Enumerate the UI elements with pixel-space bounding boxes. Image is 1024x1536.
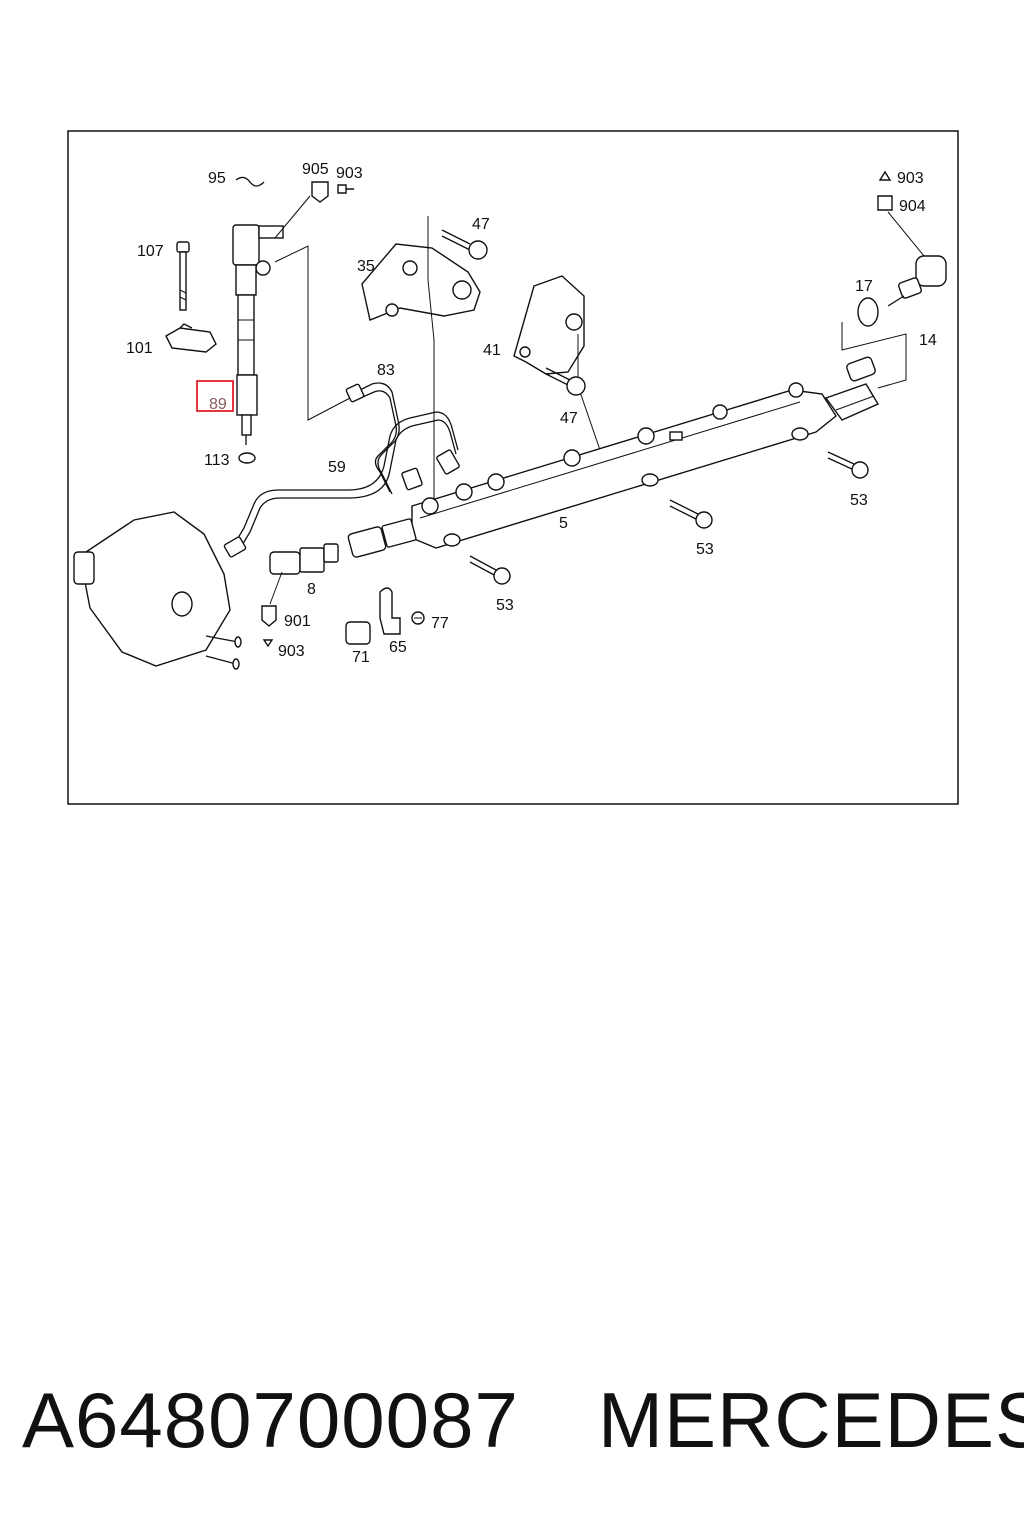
label-904: 904: [899, 198, 926, 215]
label-113: 113: [204, 452, 230, 469]
caption: A6480700087 MERCEDES: [0, 1370, 1024, 1480]
label-47a: 47: [472, 216, 490, 233]
sensor-8-part[interactable]: [269, 543, 339, 575]
label-95: 95: [208, 170, 226, 187]
label-89[interactable]: 89: [209, 396, 227, 413]
fuel-line-59[interactable]: [231, 411, 459, 549]
o-ring-17-part[interactable]: [857, 297, 879, 327]
label-59: 59: [328, 459, 346, 476]
label-53c: 53: [496, 597, 514, 614]
label-8: 8: [307, 581, 316, 598]
brand-name: MERCEDES: [598, 1376, 1024, 1464]
high-pressure-pump[interactable]: [73, 511, 242, 670]
label-53a: 53: [850, 492, 868, 509]
label-903a: 903: [336, 165, 363, 182]
label-17: 17: [855, 278, 873, 295]
clip-95-part[interactable]: [235, 176, 265, 187]
bolt-47b-part[interactable]: [545, 367, 586, 396]
bolt-47a-part[interactable]: [441, 229, 488, 260]
pressure-sensor-part[interactable]: [887, 255, 947, 307]
label-41: 41: [483, 342, 501, 359]
label-35: 35: [357, 258, 375, 275]
fuel-rail-5[interactable]: [411, 382, 837, 549]
bracket-35-part[interactable]: [361, 243, 481, 321]
pin-903b-part[interactable]: [878, 170, 892, 181]
label-53b: 53: [696, 541, 714, 558]
label-901: 901: [284, 613, 311, 630]
label-101: 101: [126, 340, 153, 357]
pressure-valve-14[interactable]: [824, 356, 880, 421]
highlight-box-89[interactable]: [196, 380, 234, 412]
bolt-53b-part[interactable]: [669, 499, 713, 529]
label-5: 5: [559, 515, 568, 532]
label-14: 14: [919, 332, 937, 349]
bolt-53a-part[interactable]: [827, 451, 869, 479]
connector-904-part[interactable]: [877, 195, 893, 211]
bolt-107-part[interactable]: [176, 241, 190, 311]
diagram-frame: [67, 130, 959, 805]
washer-113-part[interactable]: [238, 452, 256, 464]
pin-903c-part[interactable]: [262, 639, 274, 648]
label-83: 83: [377, 362, 395, 379]
label-65: 65: [389, 639, 407, 656]
rail-sensor-part[interactable]: [347, 518, 417, 558]
injector-part[interactable]: [232, 224, 284, 445]
label-107: 107: [137, 243, 164, 260]
bracket-41-part[interactable]: [513, 275, 585, 375]
connector-901-part[interactable]: [261, 605, 277, 627]
label-903c: 903: [278, 643, 305, 660]
sleeve-71-part[interactable]: [345, 621, 371, 645]
parts-diagram: 95 905 903 107 101 89 113 59 83 35 47 41…: [67, 130, 959, 805]
label-71: 71: [352, 649, 370, 666]
label-77: 77: [431, 615, 449, 632]
clamp-101-part[interactable]: [165, 323, 217, 353]
pin-903-part[interactable]: [337, 184, 354, 194]
clip-65-part[interactable]: [379, 587, 401, 635]
fuel-line-83[interactable]: [351, 382, 400, 495]
label-903b: 903: [897, 170, 924, 187]
bolt-53c-part[interactable]: [469, 555, 511, 585]
screw-77-part[interactable]: [411, 611, 425, 625]
label-905: 905: [302, 161, 329, 178]
label-47b: 47: [560, 410, 578, 427]
part-number: A6480700087: [22, 1376, 519, 1464]
connector-905-part[interactable]: [311, 181, 329, 203]
